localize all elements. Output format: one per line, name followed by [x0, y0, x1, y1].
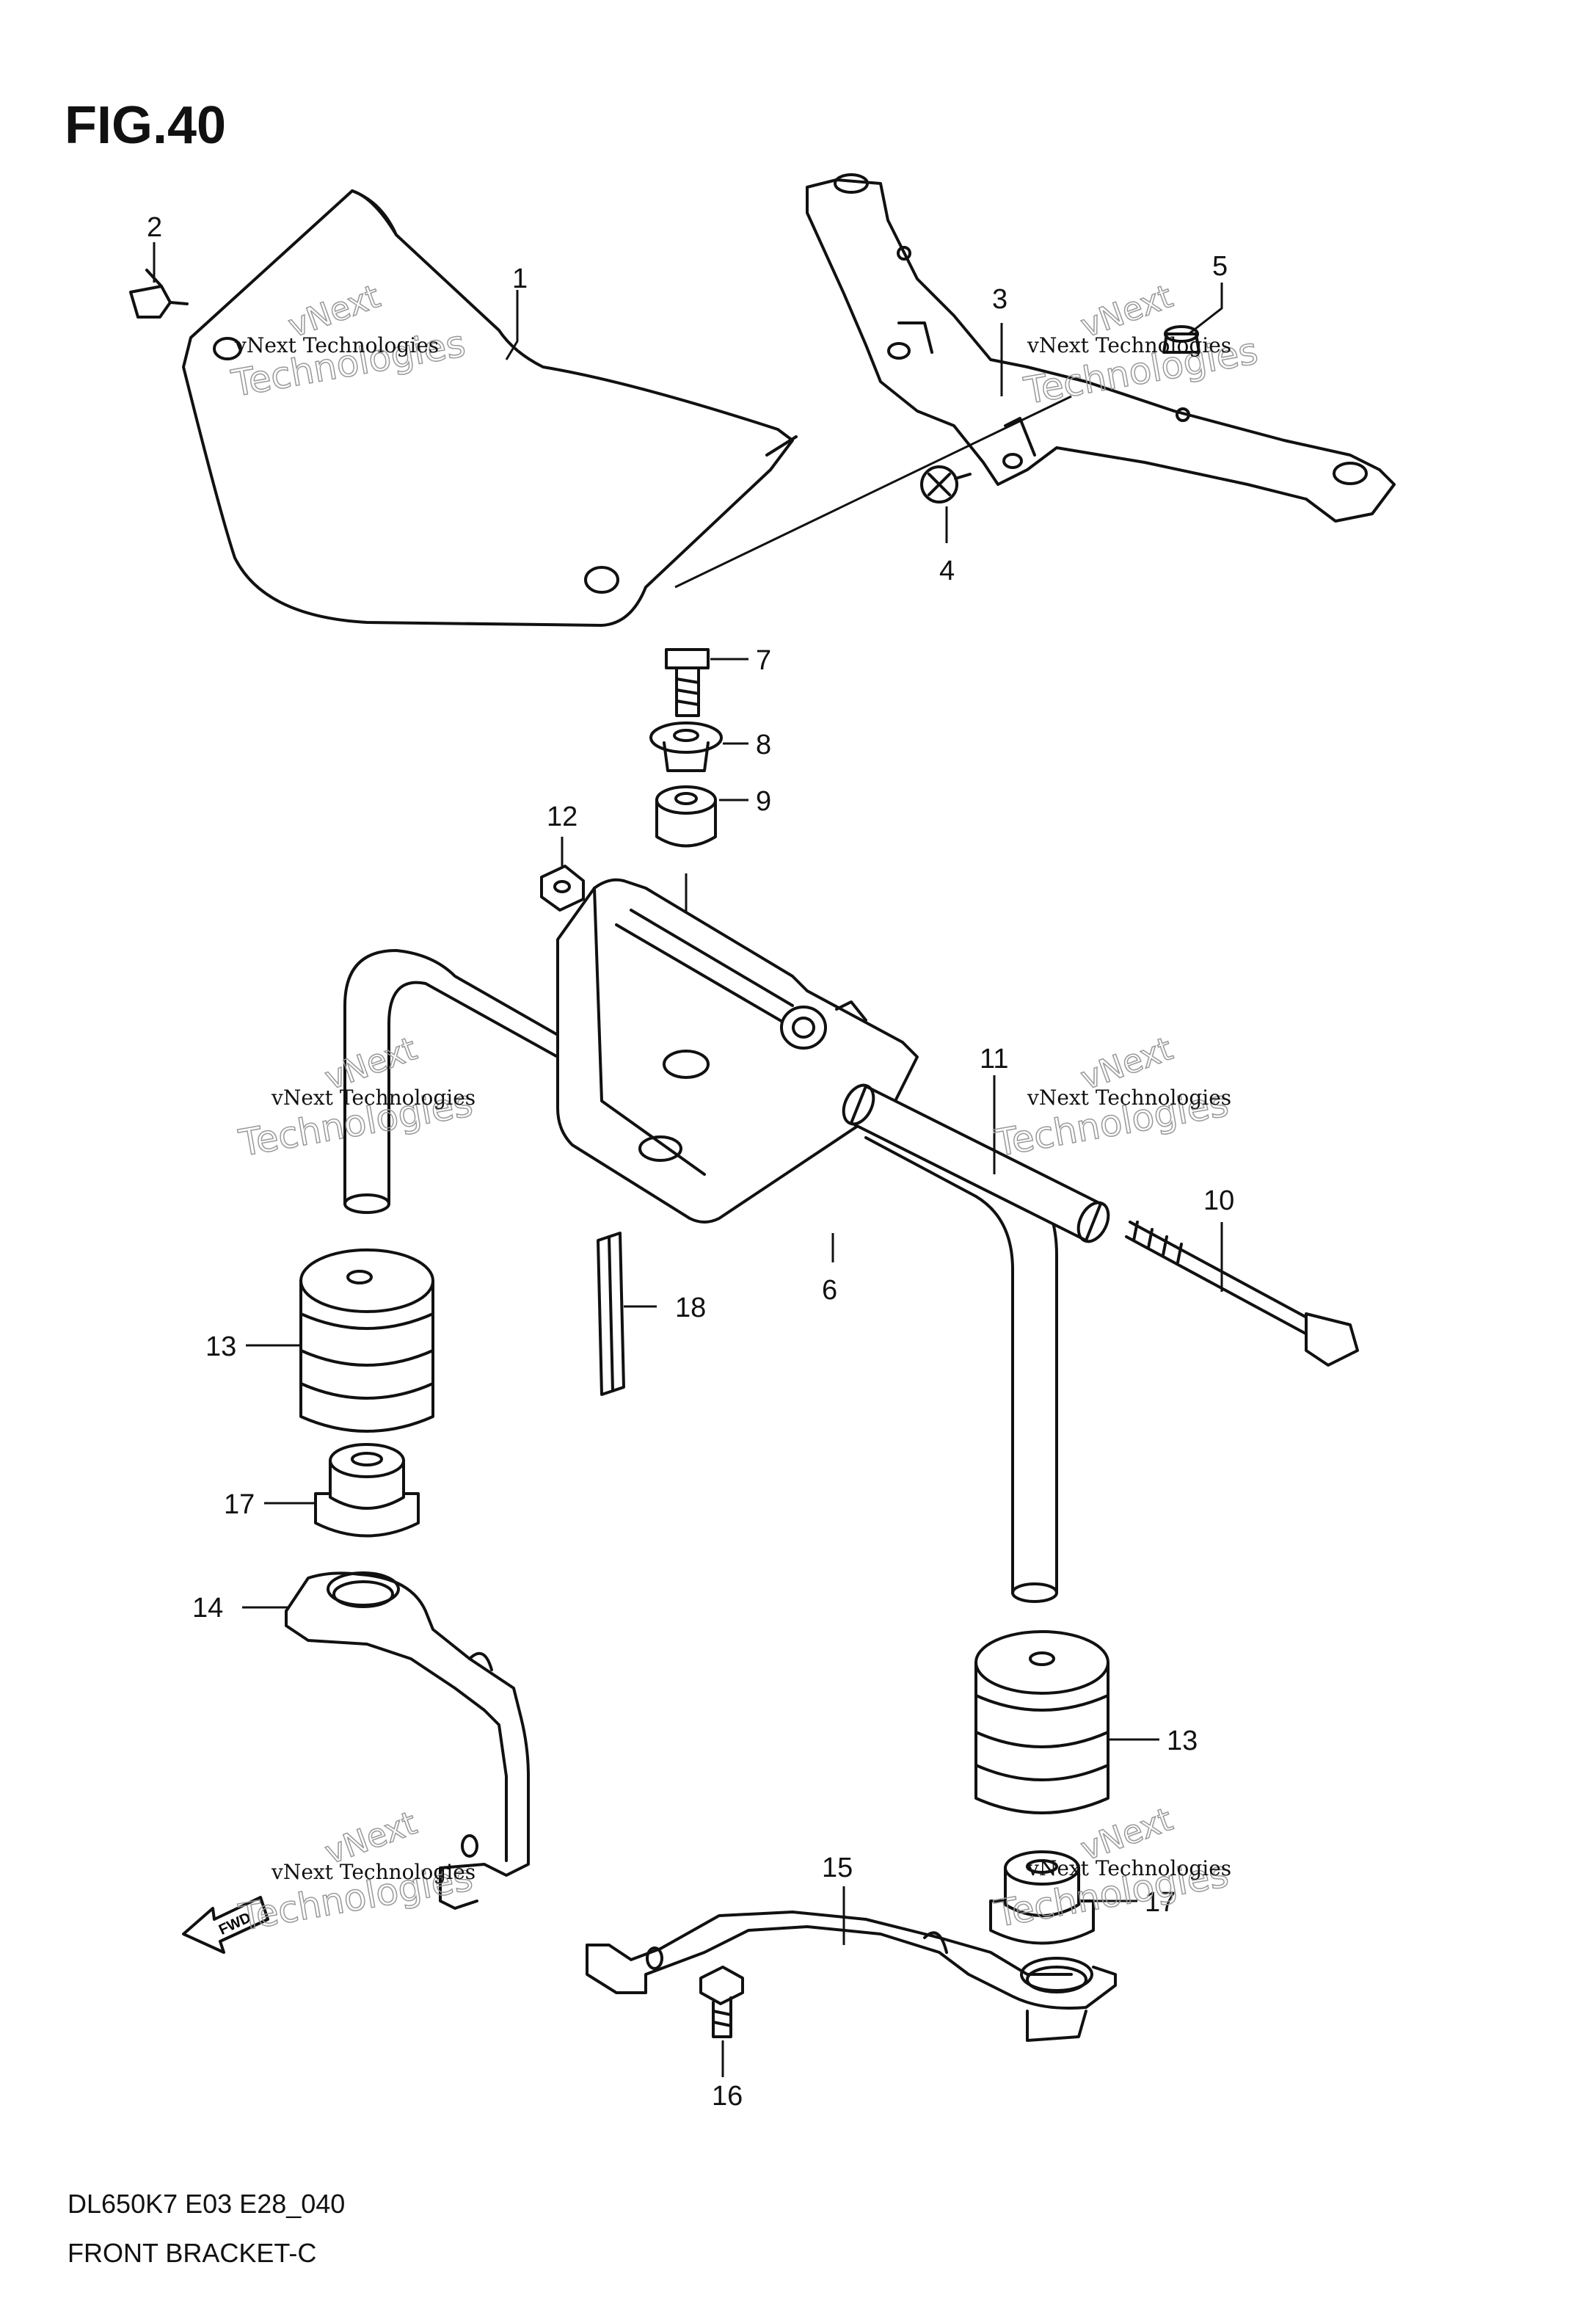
part-3-frame-bracket	[674, 173, 1396, 589]
svg-text:vNext Technologies: vNext Technologies	[1027, 1856, 1231, 1880]
callout-4: 4	[939, 556, 955, 586]
part-15-bracket-right	[586, 1911, 1117, 2042]
part-2-clip	[129, 269, 189, 319]
leader-lines	[153, 242, 1223, 2077]
model-code: DL650K7 E03 E28_040	[68, 2189, 345, 2219]
figure-title: FIG.40	[65, 96, 226, 155]
svg-text:vNext Technologies: vNext Technologies	[271, 1086, 475, 1110]
callout-12: 12	[547, 801, 577, 832]
callout-15: 15	[822, 1853, 853, 1883]
svg-text:vNext Technologies: vNext Technologies	[1027, 1086, 1231, 1110]
svg-text:vNext Technologies: vNext Technologies	[1027, 333, 1231, 357]
part-10-long-bolt	[1125, 1221, 1359, 1367]
part-5-cap	[1162, 325, 1200, 354]
part-16-bolt	[699, 1966, 744, 2038]
part-17-bush-left	[314, 1443, 420, 1538]
callout-17-right: 17	[1145, 1887, 1176, 1918]
part-18-strip	[597, 1232, 625, 1396]
callout-17-left: 17	[224, 1489, 255, 1520]
callout-7: 7	[756, 645, 771, 676]
callout-5: 5	[1212, 251, 1228, 282]
watermark-2: vNext Technologies vNext Technologies	[1020, 277, 1261, 413]
callout-2: 2	[147, 212, 162, 243]
watermark-5: vNext Technologies vNext Technologies	[235, 1804, 476, 1940]
svg-text:vNext Technologies: vNext Technologies	[271, 1860, 475, 1884]
callout-14: 14	[192, 1593, 223, 1624]
callout-16: 16	[712, 2081, 743, 2112]
callout-9: 9	[756, 786, 771, 817]
callout-numbers: 1 2 3 4 5 6 7 8 9 10 11 12 13 13 14 15 1…	[147, 212, 1234, 2112]
callout-6: 6	[822, 1275, 837, 1306]
part-14-bracket-left	[285, 1571, 530, 1910]
callout-8: 8	[756, 730, 771, 760]
svg-text:vNext Technologies: vNext Technologies	[234, 333, 439, 357]
part-9-rubber-bush	[655, 785, 717, 925]
part-12-nut	[540, 865, 585, 912]
callout-13-left: 13	[205, 1331, 236, 1362]
part-4-screw	[920, 465, 972, 504]
callout-3: 3	[992, 284, 1007, 315]
watermark-4: vNext Technologies vNext Technologies	[991, 1030, 1232, 1166]
part-11-collar-tube	[842, 1083, 1110, 1243]
diagram-caption: FRONT BRACKET-C	[68, 2238, 316, 2268]
callout-1: 1	[512, 263, 528, 294]
callout-10: 10	[1203, 1185, 1234, 1216]
part-17-bush-right	[989, 1850, 1095, 1945]
watermark-1: vNext Technologies vNext Technologies	[227, 277, 469, 406]
watermark-3: vNext Technologies vNext Technologies	[235, 1030, 476, 1166]
part-13-damper-right	[974, 1630, 1109, 1814]
fwd-arrow: FWD	[182, 1896, 269, 1954]
part-6-bracket-pipe	[343, 878, 1058, 1603]
watermark-6: vNext Technologies vNext Technologies	[991, 1800, 1232, 1936]
part-7-bolt	[665, 648, 710, 717]
callout-18: 18	[675, 1293, 706, 1323]
part-1-side-cover	[182, 189, 798, 627]
callout-11: 11	[980, 1044, 1008, 1075]
part-8-collar	[649, 721, 723, 772]
callout-13-right: 13	[1167, 1726, 1198, 1756]
part-13-damper-left	[299, 1248, 434, 1433]
